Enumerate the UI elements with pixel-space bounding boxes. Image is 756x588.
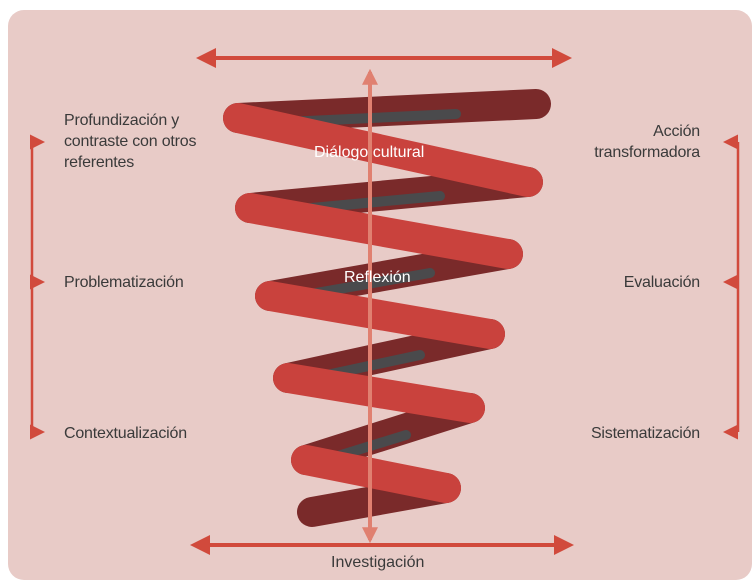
right-step-evaluacion: Evaluación — [624, 272, 700, 293]
right-step-label: Sistematización — [590, 425, 700, 442]
left-step-label: Profundización y contraste con otros ref… — [64, 112, 197, 171]
left-step-problematizacion: Problematización — [64, 272, 184, 293]
right-bracket — [723, 134, 740, 440]
spiral-coil — [223, 89, 551, 527]
left-bracket — [30, 134, 45, 440]
investigacion-label: Investigación — [331, 554, 425, 571]
reflexion-label: Reflexión — [344, 269, 411, 286]
left-step-label: Contextualización — [64, 425, 187, 442]
dialogo-cultural-label: Diálogo cultural — [314, 144, 425, 161]
right-step-accion: Acción transformadora — [580, 121, 700, 163]
right-step-label: Evaluación — [623, 274, 700, 291]
left-step-profundizacion: Profundización y contraste con otros ref… — [64, 110, 244, 173]
left-step-label: Problematización — [64, 274, 184, 291]
right-step-sistematizacion: Sistematización — [591, 423, 700, 444]
right-step-label: Acción transformadora — [594, 123, 700, 161]
left-step-contextualizacion: Contextualización — [64, 423, 187, 444]
